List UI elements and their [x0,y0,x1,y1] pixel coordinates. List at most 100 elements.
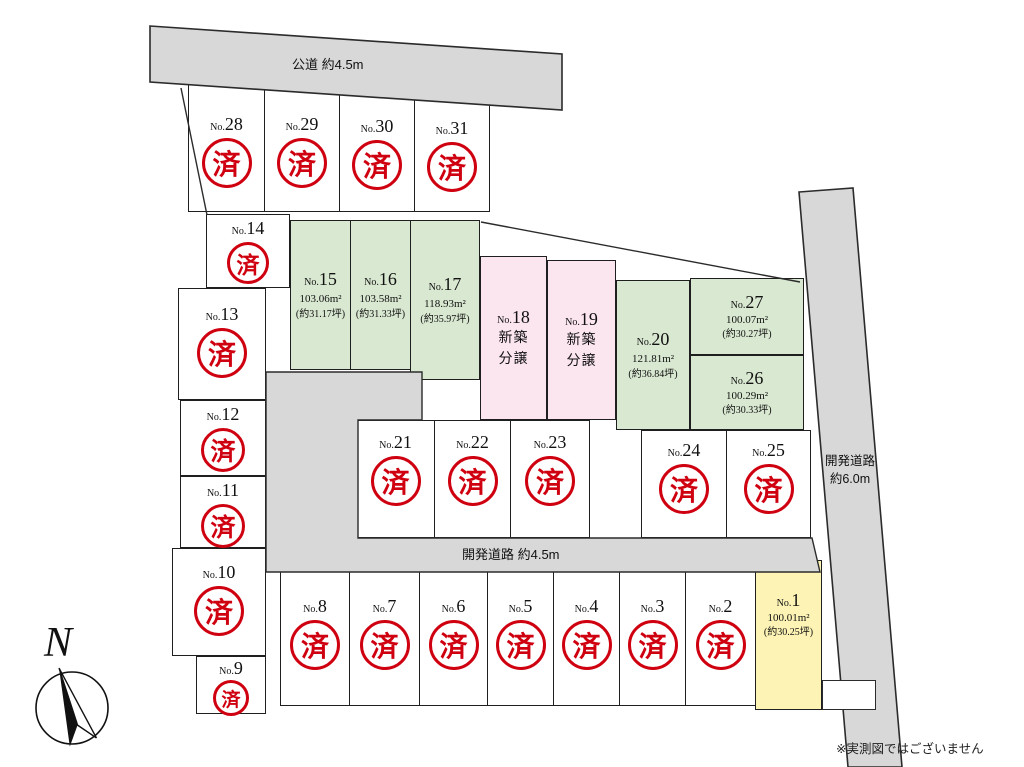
lot-28[interactable]: No.28 済 [188,80,265,212]
disclaimer-note: ※実測図ではございません [836,742,984,756]
sold-text: 済 [204,598,233,629]
sold-seal: 済 [194,586,244,636]
lot-number: No.27 [730,292,764,313]
lot-number: No.5 [508,596,533,616]
lot-area: 103.06m² [299,292,342,305]
lot-area: 103.58m² [359,292,402,305]
sold-text: 済 [362,152,391,183]
lot-17[interactable]: No.17 118.93m² (約35.97坪) [410,220,480,380]
lot-16[interactable]: No.16 103.58m² (約31.33坪) [350,220,411,370]
lot-area: 100.01m² [767,612,810,624]
lot-2[interactable]: No.2 済 [685,560,756,706]
sold-text: 済 [221,689,241,711]
sold-seal: 済 [495,620,546,670]
lot-number: No.22 [456,432,489,452]
sold-text: 済 [236,253,260,278]
lot-number: No.26 [730,368,764,389]
sold-seal: 済 [743,464,794,514]
lot-21[interactable]: No.21 済 [356,420,435,538]
lot-area-tsubo: (約30.33坪) [722,404,772,416]
compass-n-label: N [43,620,74,666]
road-main-label: 開発道路 約4.5m [462,547,560,562]
lot-23[interactable]: No.23 済 [510,420,590,538]
lot-area: 118.93m² [424,297,466,310]
sold-text: 済 [300,632,329,663]
lot-19[interactable]: No.19 新築 分譲 [547,260,616,420]
sold-text: 済 [437,154,466,185]
lot-number: No.29 [285,114,319,134]
lot-29[interactable]: No.29 済 [264,84,340,212]
lot-number: No.21 [379,432,412,452]
sold-text: 済 [535,468,564,499]
lot-24[interactable]: No.24 済 [641,430,727,538]
lot-number: No.8 [303,596,327,616]
sold-text: 済 [458,468,487,499]
lot-area-tsubo: (約30.27坪) [722,328,772,340]
sold-seal: 済 [201,138,252,188]
lot-6[interactable]: No.6 済 [419,560,488,706]
sold-text: 済 [572,632,601,663]
sold-text: 済 [754,476,783,507]
lot-number: No.9 [219,658,243,678]
lot-12[interactable]: No.12 済 [180,400,266,476]
lot-3[interactable]: No.3 済 [619,560,686,706]
sold-text: 済 [706,632,735,663]
lot-13[interactable]: No.13 済 [178,288,266,400]
lot-number: No.7 [372,596,397,616]
lot-31[interactable]: No.31 済 [414,96,490,212]
lot-number: No.6 [441,596,466,616]
sold-seal: 済 [659,464,709,514]
lot-9[interactable]: No.9 済 [196,656,266,716]
lot-11[interactable]: No.11 済 [180,476,266,548]
sold-seal: 済 [561,620,612,670]
lot-number: No.1 [776,590,801,610]
sold-text: 済 [210,515,236,542]
lot-25[interactable]: No.25 済 [726,430,811,538]
road-right-label-line1: 開発道路 [824,454,875,468]
road-top-label: 公道 約4.5m [292,57,364,72]
lot-14[interactable]: No.14 済 [206,214,290,288]
lot-number: No.19 [565,309,598,330]
lot-number: No.23 [533,432,567,452]
sold-seal: 済 [197,328,247,378]
sold-seal: 済 [290,620,340,670]
lot-number: No.25 [752,440,785,460]
sold-seal: 済 [201,428,245,472]
lot-30[interactable]: No.30 済 [339,90,415,212]
lot-area: 100.07m² [725,314,769,327]
sold-seal: 済 [428,620,479,670]
lot-number: No.13 [205,304,239,324]
lot-18[interactable]: No.18 新築 分譲 [480,256,547,420]
lot-20[interactable]: No.20 121.81m² (約36.84坪) [616,280,690,430]
lot-area: 100.29m² [725,390,769,403]
lot-number: No.12 [206,404,240,424]
lot-number: No.28 [210,114,243,134]
sold-text: 済 [669,476,698,507]
lot-15[interactable]: No.15 103.06m² (約31.17坪) [290,220,351,370]
compass-circle [35,671,109,745]
sold-seal: 済 [525,456,575,506]
lot-26[interactable]: No.26 100.29m² (約30.33坪) [690,355,804,430]
lot-8[interactable]: No.8 済 [280,560,350,706]
lot-number: No.2 [708,596,733,616]
lot-area-tsubo: (約31.33坪) [355,309,406,321]
lot-number: No.11 [206,480,240,500]
sold-seal: 済 [201,504,245,548]
sold-seal: 済 [695,620,746,670]
lot-10[interactable]: No.10 済 [172,548,266,656]
sold-text: 済 [212,150,241,181]
lot-5[interactable]: No.5 済 [487,560,554,706]
sold-seal: 済 [627,620,678,670]
road-right-label: 開発道路 約6.0m [818,452,882,488]
lot-22[interactable]: No.22 済 [434,420,511,538]
lot-number: No.31 [435,118,469,138]
lot-tag: 新築 [566,333,597,349]
lot-4[interactable]: No.4 済 [553,560,620,706]
lot-7[interactable]: No.7 済 [349,560,420,706]
lot-1[interactable]: No.1 100.01m² (約30.25坪) [755,560,822,710]
sold-seal: 済 [352,140,402,190]
lot-tag: 分譲 [498,351,529,367]
lot-27[interactable]: No.27 100.07m² (約30.27坪) [690,278,804,355]
sold-text: 済 [506,632,535,663]
